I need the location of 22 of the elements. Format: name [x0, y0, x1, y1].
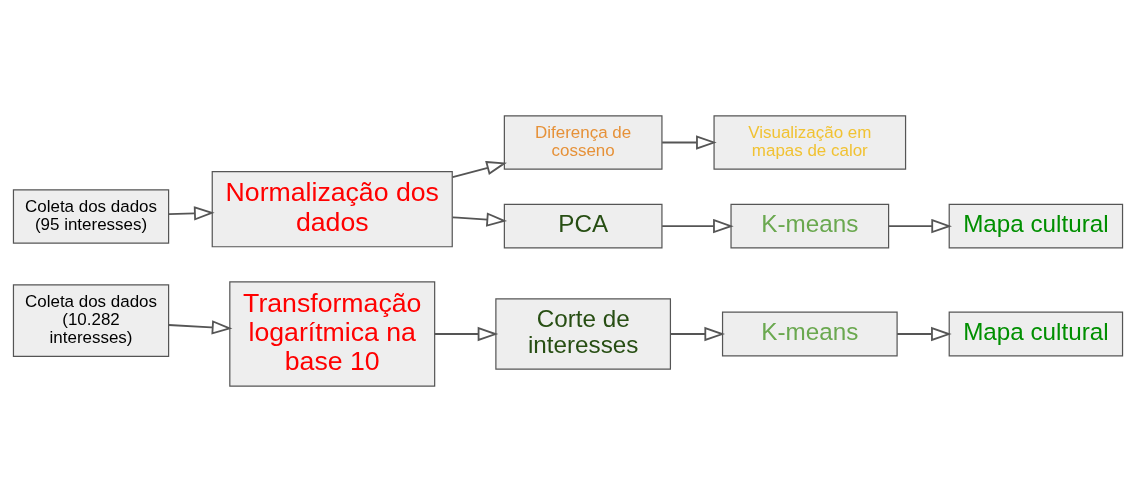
arrow: [167, 320, 233, 335]
node-box: Transformação logarítmica na base 10: [229, 281, 436, 387]
node-box: Mapa cultural: [948, 311, 1124, 357]
node-box: PCA: [503, 203, 663, 249]
arrow: [167, 206, 215, 221]
arrow: [669, 326, 726, 342]
node-box: Mapa cultural: [948, 203, 1124, 249]
node-box: Coleta dos dados (10.282 interesses): [12, 284, 170, 358]
arrow: [451, 212, 508, 227]
node-box: Corte de interesses: [495, 298, 672, 370]
node-box: Diferença de cosseno: [503, 115, 663, 170]
arrow: [451, 161, 507, 179]
node-box: K-means: [730, 203, 890, 249]
node-box: Coleta dos dados (95 interesses): [12, 189, 170, 244]
arrow: [433, 326, 499, 342]
node-box: Normalização dos dados: [211, 171, 453, 248]
node-box: Visualização em mapas de calor: [713, 115, 907, 170]
arrow: [887, 218, 952, 234]
arrow: [896, 326, 952, 342]
node-box: K-means: [721, 311, 898, 357]
arrow: [661, 135, 717, 150]
arrow: [661, 218, 734, 234]
